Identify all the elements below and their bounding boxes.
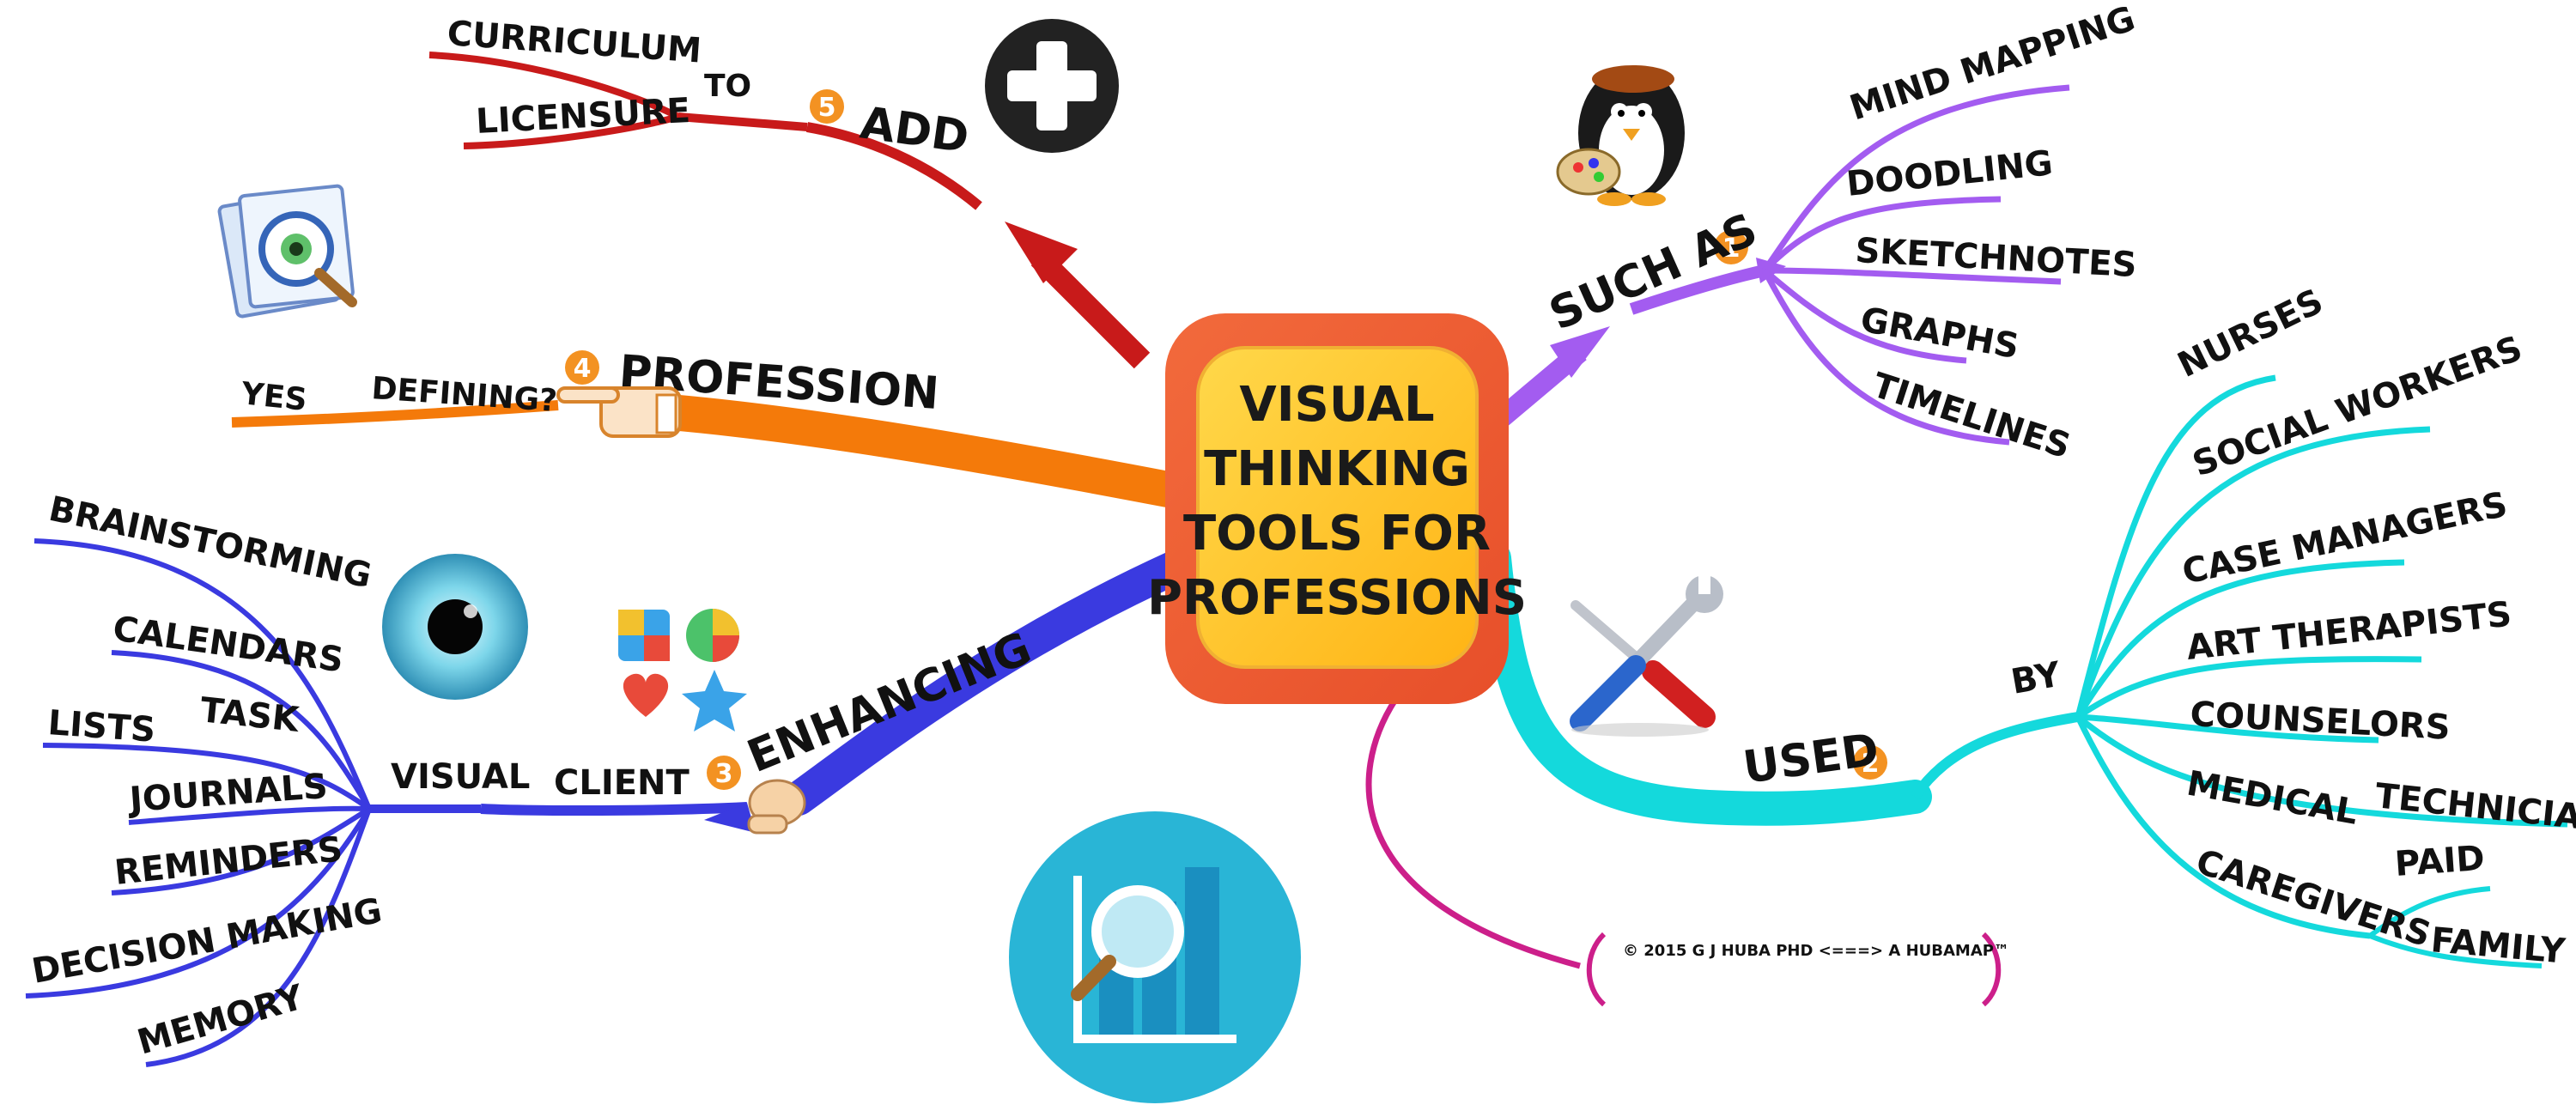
copyright-connector xyxy=(1365,698,1581,969)
pointing-hand-icon xyxy=(556,386,682,438)
used-item-case-managers: CASE MANAGERS xyxy=(2179,485,2511,592)
center-node-inner xyxy=(1196,346,1479,669)
branch-such-as: 1 SUCH AS MIND MAPPING DOODLING SKETCHNO… xyxy=(1492,0,2140,466)
used-number-badge xyxy=(1853,745,1887,780)
puzzle-icons xyxy=(618,609,747,732)
enhancing-item-memory: MEMORY xyxy=(133,977,308,1062)
add-twig-curriculum xyxy=(428,52,680,120)
hand-icon xyxy=(747,779,806,835)
add-arrow-head xyxy=(1005,222,1078,283)
enhancing-number-badge xyxy=(707,756,741,790)
used-item-counselors: COUNSELORS xyxy=(2189,695,2451,748)
branch-used: 2 USED BY NURSES SOCIAL WORKERS CASE MAN… xyxy=(1477,282,2576,972)
used-item-medical: MEDICAL xyxy=(2184,764,2360,833)
branch-profession: 4 PROFESSION DEFINING? YES xyxy=(231,346,1186,507)
center-title-line-2: THINKING xyxy=(1204,441,1470,497)
enhancing-item-brainstorming: BRAINSTORMING xyxy=(46,489,375,597)
used-item-technicians: TECHNICIANS xyxy=(2373,776,2576,842)
enhancing-item-reminders: REMINDERS xyxy=(112,829,344,893)
such-as-item-doodling: DOODLING xyxy=(1844,143,2055,204)
such-as-item-mind-mapping: MIND MAPPING xyxy=(1845,0,2140,129)
center-title-line-3: TOOLS FOR xyxy=(1183,506,1491,562)
enhancing-item-task: TASK xyxy=(198,690,302,740)
add-number: 5 xyxy=(818,93,836,123)
tools-icon xyxy=(1570,574,1723,737)
enhancing-number: 3 xyxy=(715,759,733,789)
used-item-paid: PAID xyxy=(2393,839,2486,884)
enhancing-label: ENHANCING xyxy=(740,622,1038,783)
used-connector xyxy=(1477,541,1932,826)
profession-twig xyxy=(231,400,559,428)
document-search-icon xyxy=(217,184,357,319)
copyright-branch: © 2015 G J HUBA PHD <===> A HUBAMAP™ xyxy=(1365,698,2009,1007)
enhancing-item-decision-making: DECISION MAKING xyxy=(29,891,386,992)
penguin-painter-icon xyxy=(1556,65,1685,206)
center-title-line-1: VISUAL xyxy=(1239,377,1434,433)
enhancing-connector xyxy=(781,549,1194,816)
branch-enhancing: 3 ENHANCING CLIENT VISUAL BRAINSTORMING … xyxy=(25,489,1194,1067)
used-label: USED xyxy=(1740,724,1881,793)
used-item-nurses: NURSES xyxy=(2172,282,2329,386)
profession-connector xyxy=(652,394,1186,507)
eye-icon xyxy=(382,554,528,700)
such-as-label: SUCH AS xyxy=(1542,203,1765,340)
enhancing-client-label: CLIENT xyxy=(554,763,690,803)
add-arrow-shaft xyxy=(1030,249,1151,369)
profession-number: 4 xyxy=(574,354,592,384)
such-as-number-badge xyxy=(1714,230,1748,264)
plus-icon xyxy=(985,19,1119,153)
enhancing-item-lists: LISTS xyxy=(46,703,156,750)
enhancing-item-calendars: CALENDARS xyxy=(111,609,346,680)
add-twig-licensure xyxy=(463,113,680,149)
used-number: 2 xyxy=(1862,749,1880,779)
add-connector xyxy=(805,122,982,210)
add-to-label: TO xyxy=(704,69,751,104)
such-as-number: 1 xyxy=(1722,234,1741,264)
center-node: VISUAL THINKING TOOLS FOR PROFESSIONS xyxy=(1147,313,1527,704)
add-number-badge xyxy=(810,89,844,124)
enhancing-visual-label: VISUAL xyxy=(391,757,530,797)
add-item-licensure: LICENSURE xyxy=(475,91,691,142)
profession-yes-label: YES xyxy=(239,376,308,418)
used-by-label: BY xyxy=(2008,654,2064,701)
profession-number-badge xyxy=(565,350,599,385)
copyright-text: © 2015 G J HUBA PHD <===> A HUBAMAP™ xyxy=(1623,942,2009,960)
used-item-family: FAMILY xyxy=(2429,920,2567,972)
add-label: ADD xyxy=(857,97,972,163)
chart-magnifier-icon xyxy=(1009,811,1301,1103)
center-title-line-4: PROFESSIONS xyxy=(1147,570,1527,626)
